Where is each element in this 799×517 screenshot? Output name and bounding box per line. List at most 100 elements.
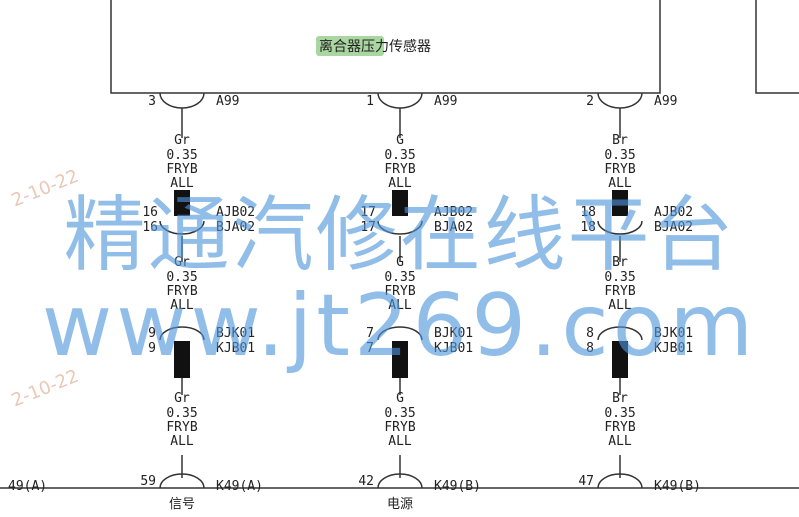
col3-conn2-id-upper: BJK01: [654, 326, 693, 341]
col2-wire-label-a-gauge: 0.35: [384, 148, 415, 163]
col3-conn1-id-upper: AJB02: [654, 205, 693, 220]
col1-wire-label-b-option: ALL: [170, 298, 194, 313]
col1-wire-label-a-type: FRYB: [166, 162, 197, 177]
col1-top-pin-socket: [159, 92, 205, 109]
col3-wire-label-b-option: ALL: [608, 298, 632, 313]
col1-bottom-pin-socket: [159, 473, 205, 489]
col1-wire-label-a-option: ALL: [170, 176, 194, 191]
col1-wire-label-c-gauge: 0.35: [166, 406, 197, 421]
col2-wire-label-b-option: ALL: [388, 298, 412, 313]
component-label-highlight-text: 离合器: [319, 38, 361, 55]
col3-wire-label-c-color: Br: [612, 391, 628, 406]
col1-wire-label-b-color: Gr: [174, 255, 190, 270]
col3-conn2-block: [612, 341, 628, 378]
col3-conn1-pin-lower: 18: [580, 220, 596, 235]
col3-wire-label-b-type: FRYB: [604, 284, 635, 299]
col3-conn1-block: [612, 190, 628, 216]
col2-bottom-pin-number: 42: [358, 474, 374, 489]
col1-conn2-pin-upper: 9: [148, 326, 156, 341]
col1-wire-label-a-color: Gr: [174, 133, 190, 148]
col3-wire-label-a-type: FRYB: [604, 162, 635, 177]
col2-conn1-id-upper: AJB02: [434, 205, 473, 220]
col3-bottom-connector-label: K49(B): [654, 479, 701, 494]
col3-conn2-id-lower: KJB01: [654, 341, 693, 356]
col3-top-pin-socket: [597, 92, 643, 109]
component-label-text: 压力传感器: [361, 38, 431, 55]
col1-conn2-id-upper: BJK01: [216, 326, 255, 341]
col3-top-pin-number: 2: [586, 94, 594, 109]
col3-wire-label-b-gauge: 0.35: [604, 270, 635, 285]
col2-conn2-socket: [377, 326, 423, 341]
col2-conn2-id-lower: KJB01: [434, 341, 473, 356]
col1-conn1-block: [174, 190, 190, 216]
col3-wire-label-a-gauge: 0.35: [604, 148, 635, 163]
col2-conn2-block: [392, 341, 408, 378]
col2-bottom-function-label: 电源: [387, 497, 413, 512]
col3-conn1-pin-upper: 18: [580, 205, 596, 220]
col3-wire-label-a-option: ALL: [608, 176, 632, 191]
col1-conn2-pin-lower: 9: [148, 341, 156, 356]
col2-conn1-block: [392, 190, 408, 216]
col3-bottom-pin-socket: [597, 473, 643, 489]
col2-wire-label-c-option: ALL: [388, 434, 412, 449]
col3-wire-label-b-color: Br: [612, 255, 628, 270]
col1-top-connector-label: A99: [216, 94, 239, 109]
component-box: [110, 0, 661, 94]
col2-top-pin-number: 1: [366, 94, 374, 109]
col3-conn1-id-lower: BJA02: [654, 220, 693, 235]
col1-wire-label-b-gauge: 0.35: [166, 270, 197, 285]
col2-wire-label-a-type: FRYB: [384, 162, 415, 177]
col3-conn2-socket: [597, 326, 643, 341]
col1-wire-label-c-color: Gr: [174, 391, 190, 406]
col3-wire-label-c-option: ALL: [608, 434, 632, 449]
col2-wire-label-a-color: G: [396, 133, 404, 148]
col1-wire-label-c-type: FRYB: [166, 420, 197, 435]
col3-wire-label-c-gauge: 0.35: [604, 406, 635, 421]
col2-bottom-pin-socket: [377, 473, 423, 489]
col1-conn1-pin-lower: 16: [142, 220, 158, 235]
col2-wire-label-c-type: FRYB: [384, 420, 415, 435]
col2-wire-label-b-type: FRYB: [384, 284, 415, 299]
component-label-highlight: [316, 36, 384, 56]
left-edge-connector-label: 49(A): [8, 479, 47, 494]
col1-conn2-id-lower: KJB01: [216, 341, 255, 356]
col2-bottom-connector-label: K49(B): [434, 479, 481, 494]
col2-wire-label-b-gauge: 0.35: [384, 270, 415, 285]
col2-conn1-socket: [377, 220, 423, 235]
col1-bottom-function-label: 信号: [169, 497, 195, 512]
col2-conn1-pin-lower: 17: [360, 220, 376, 235]
col2-conn2-pin-upper: 7: [366, 326, 374, 341]
component-label: 离合器压力传感器: [319, 38, 431, 55]
col2-wire-label-c-color: G: [396, 391, 404, 406]
col2-wire-label-c-gauge: 0.35: [384, 406, 415, 421]
col3-conn1-socket: [597, 220, 643, 235]
col1-conn1-socket: [159, 220, 205, 235]
col1-conn2-socket: [159, 326, 205, 341]
col1-conn1-id-lower: BJA02: [216, 220, 255, 235]
col1-conn2-block: [174, 341, 190, 378]
col2-wire-label-a-option: ALL: [388, 176, 412, 191]
col3-conn2-pin-upper: 8: [586, 326, 594, 341]
col1-conn1-pin-upper: 16: [142, 205, 158, 220]
col2-conn1-pin-upper: 17: [360, 205, 376, 220]
col3-bottom-pin-number: 47: [578, 474, 594, 489]
col3-conn2-pin-lower: 8: [586, 341, 594, 356]
col2-top-connector-label: A99: [434, 94, 457, 109]
col2-wire-label-b-color: G: [396, 255, 404, 270]
col1-conn1-id-upper: AJB02: [216, 205, 255, 220]
col1-wire-label-a-gauge: 0.35: [166, 148, 197, 163]
col3-wire-label-a-color: Br: [612, 133, 628, 148]
col1-wire-label-c-option: ALL: [170, 434, 194, 449]
col1-bottom-connector-label: K49(A): [216, 479, 263, 494]
col2-conn1-id-lower: BJA02: [434, 220, 473, 235]
col1-wire-label-b-type: FRYB: [166, 284, 197, 299]
col1-top-pin-number: 3: [148, 94, 156, 109]
adjacent-box-edge: [755, 0, 799, 94]
col2-conn2-id-upper: BJK01: [434, 326, 473, 341]
col3-wire-label-c-type: FRYB: [604, 420, 635, 435]
col1-bottom-pin-number: 59: [140, 474, 156, 489]
col2-top-pin-socket: [377, 92, 423, 109]
col3-top-connector-label: A99: [654, 94, 677, 109]
col2-conn2-pin-lower: 7: [366, 341, 374, 356]
